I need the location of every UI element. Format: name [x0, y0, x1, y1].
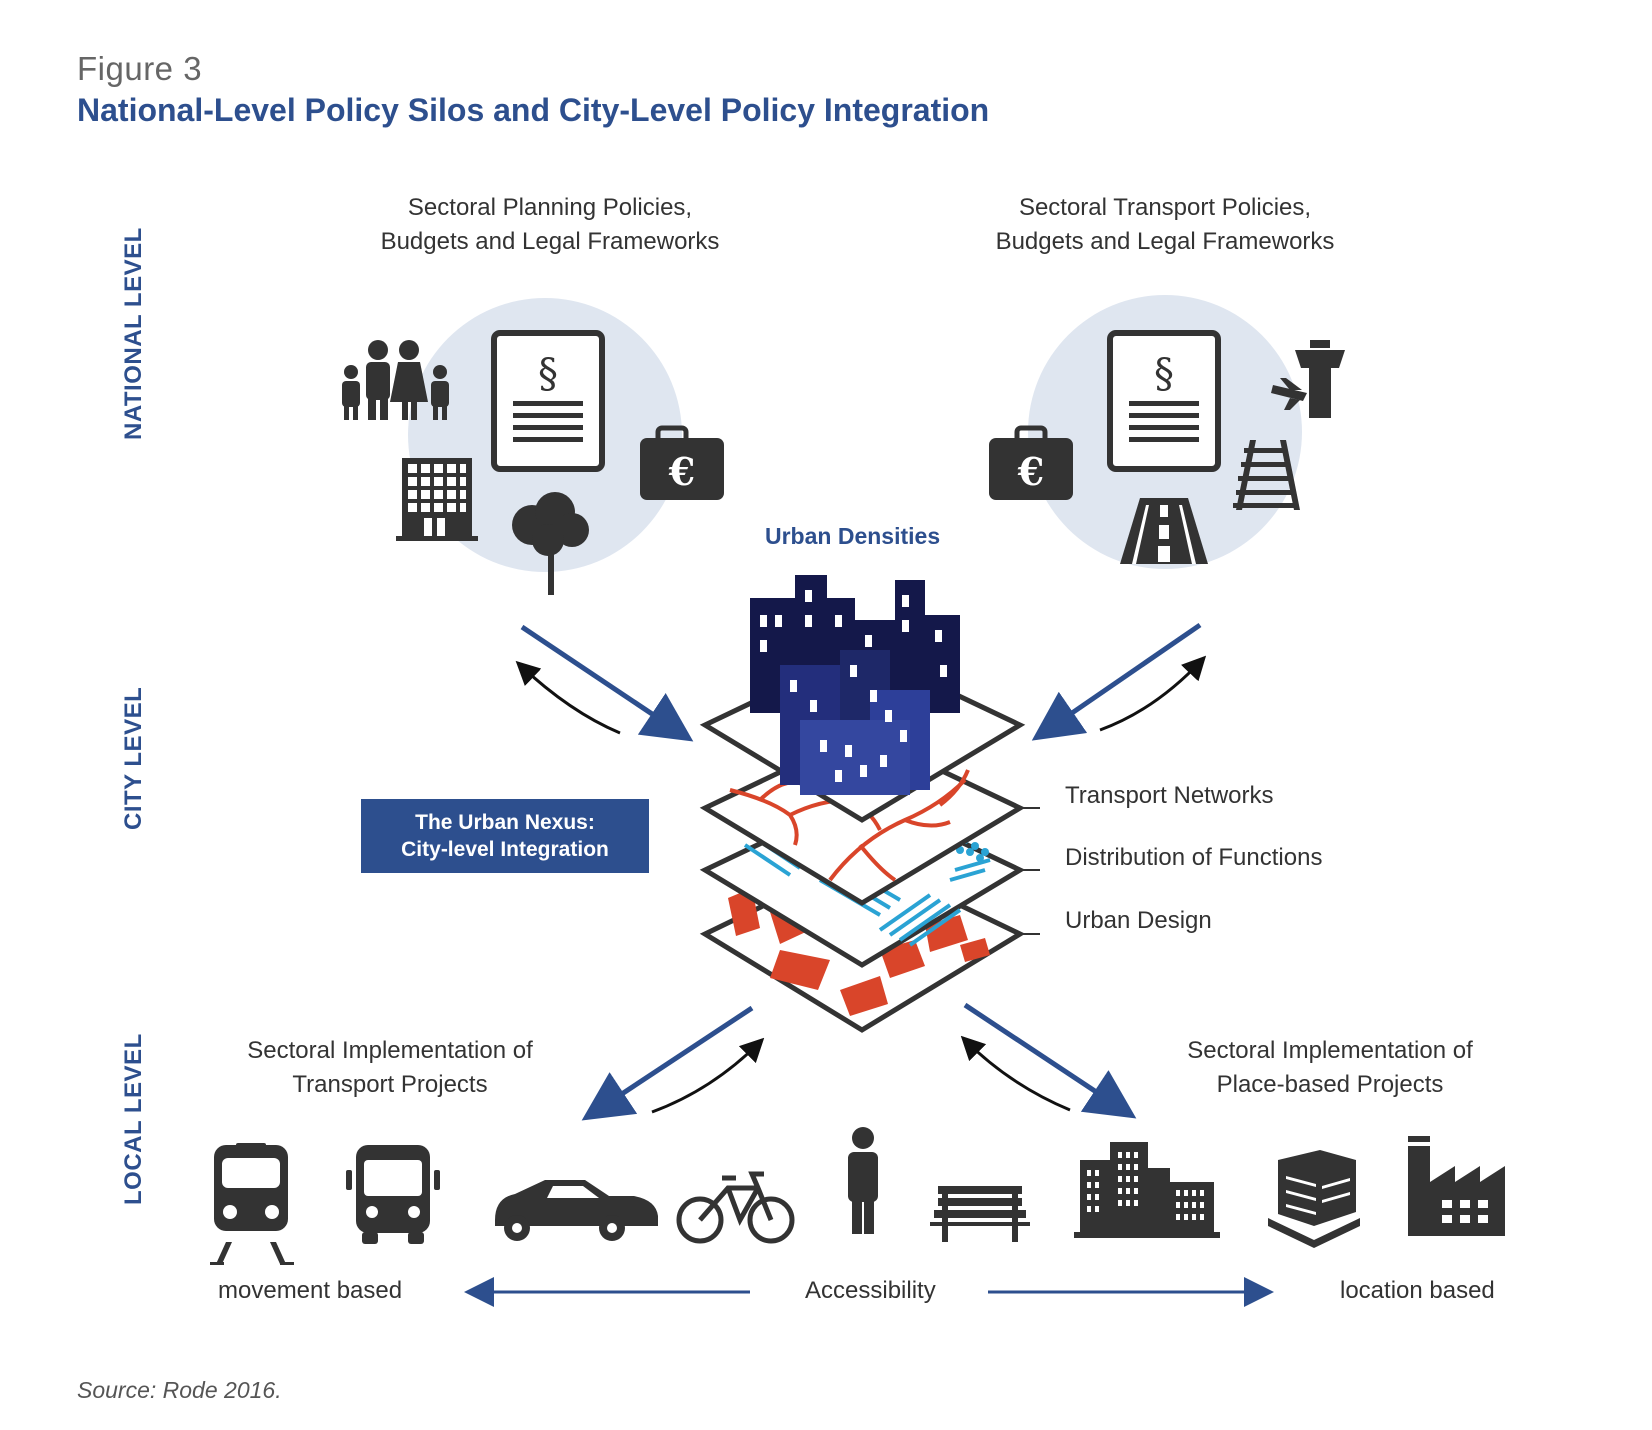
office-building-icon	[396, 458, 478, 541]
figure-title: National-Level Policy Silos and City-Lev…	[77, 92, 990, 128]
mall-icon	[1268, 1150, 1360, 1248]
arrow-feedback-local-right	[960, 1035, 1071, 1112]
document-icon: §	[1107, 330, 1221, 472]
planning-policies-heading: Sectoral Planning Policies, Budgets and …	[340, 191, 760, 259]
transport-policies-heading: Sectoral Transport Policies, Budgets and…	[955, 191, 1375, 259]
layer-connectors	[1020, 807, 1040, 935]
nexus-line1: The Urban Nexus:	[415, 811, 595, 834]
arrow-feedback-local-left	[651, 1037, 765, 1114]
transport-heading-line2: Budgets and Legal Frameworks	[995, 228, 1335, 255]
city-skyline-icon	[750, 575, 960, 795]
urban-nexus-box: The Urban Nexus: City-level Integration	[361, 799, 649, 873]
road-icon	[1120, 498, 1208, 564]
car-icon	[495, 1180, 658, 1241]
tree-icon	[512, 492, 589, 595]
city-buildings-icon	[1074, 1142, 1220, 1238]
layer-label-transport-networks: Transport Networks	[1065, 782, 1274, 809]
pedestrian-icon	[848, 1127, 878, 1234]
arrow-down-right	[1031, 622, 1202, 741]
bus-icon	[346, 1145, 440, 1244]
arrow-down-left	[520, 624, 694, 742]
source-note: Source: Rode 2016.	[77, 1377, 282, 1403]
document-icon: §	[491, 330, 605, 472]
bicycle-icon	[676, 1171, 795, 1244]
transport-projects-line2: Transport Projects	[292, 1071, 488, 1098]
briefcase-euro-icon: €	[989, 425, 1073, 500]
svg-text:€: €	[1017, 449, 1044, 494]
planning-heading-line2: Budgets and Legal Frameworks	[380, 228, 720, 255]
arrow-feedback-right	[1099, 655, 1207, 732]
railway-icon	[1233, 440, 1300, 510]
section-symbol: §	[538, 351, 558, 397]
planning-heading-line1: Sectoral Planning Policies,	[407, 194, 693, 221]
nexus-line2: City-level Integration	[401, 838, 609, 861]
arrow-down-local-right	[963, 1002, 1137, 1119]
transport-projects-line1: Sectoral Implementation of	[247, 1037, 533, 1064]
figure-label: Figure 3	[77, 50, 203, 87]
location-based-label: location based	[1340, 1277, 1495, 1304]
bench-icon	[930, 1186, 1030, 1242]
layer-label-distribution-of-functions: Distribution of Functions	[1065, 844, 1323, 871]
urban-densities-layer	[699, 575, 1026, 823]
transport-projects-heading: Sectoral Implementation of Transport Pro…	[200, 1034, 580, 1102]
place-projects-line1: Sectoral Implementation of	[1187, 1037, 1473, 1064]
svg-text:§: §	[1154, 351, 1174, 397]
briefcase-euro-icon: €	[640, 425, 724, 500]
svg-text:€: €	[668, 449, 695, 494]
urban-densities-label: Urban Densities	[765, 523, 941, 549]
arrow-down-local-left	[581, 1005, 754, 1121]
transport-heading-line1: Sectoral Transport Policies,	[1018, 194, 1312, 221]
train-icon	[210, 1143, 294, 1265]
family-icon	[342, 340, 449, 420]
airport-tower-icon	[1271, 340, 1345, 418]
movement-based-label: movement based	[218, 1277, 403, 1304]
accessibility-label: Accessibility	[805, 1277, 936, 1304]
layer-label-urban-design: Urban Design	[1065, 907, 1212, 934]
place-projects-heading: Sectoral Implementation of Place-based P…	[1140, 1034, 1520, 1102]
factory-icon	[1408, 1130, 1505, 1236]
place-projects-line2: Place-based Projects	[1216, 1071, 1444, 1098]
arrow-feedback-left	[515, 660, 621, 735]
